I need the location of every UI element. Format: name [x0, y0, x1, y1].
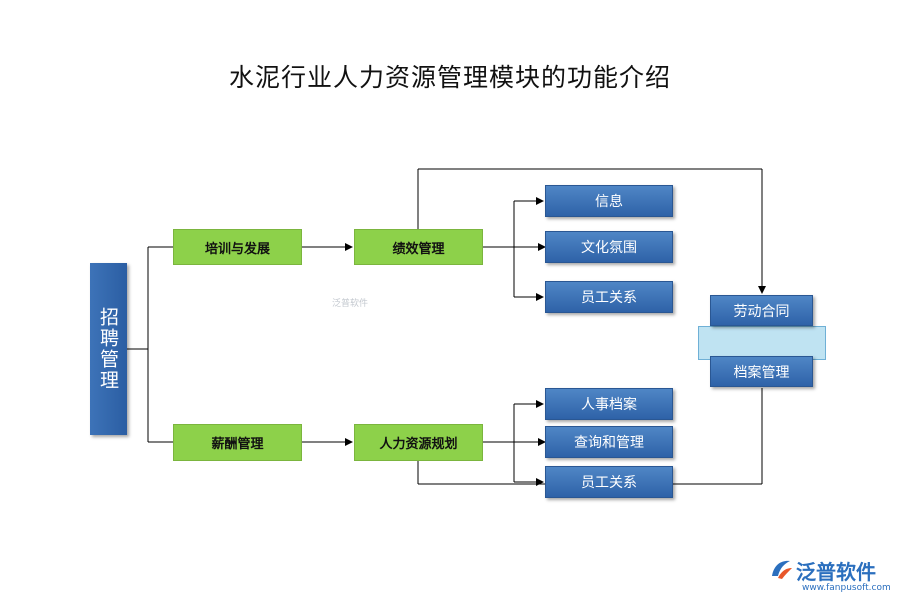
- personnel-archive-node: 人事档案: [545, 388, 673, 420]
- logo-url: www.fanpusoft.com: [802, 583, 891, 593]
- employee-relations-bottom-node: 员工关系: [545, 466, 673, 498]
- archive-management-node: 档案管理: [710, 356, 813, 387]
- culture-node: 文化氛围: [545, 231, 673, 263]
- fanpu-logo-icon: [772, 560, 792, 579]
- center-watermark: 泛普软件: [332, 299, 369, 309]
- training-development-node: 培训与发展: [173, 229, 302, 265]
- query-management-node: 查询和管理: [545, 426, 673, 458]
- employee-relations-top-node: 员工关系: [545, 281, 673, 313]
- brand-logo: 泛普软件 www.fanpusoft.com: [768, 556, 898, 596]
- logo-text: 泛普软件: [796, 560, 876, 584]
- page-title: 水泥行业人力资源管理模块的功能介绍: [228, 63, 671, 92]
- contract-archive-group: [698, 326, 826, 360]
- hr-planning-node: 人力资源规划: [354, 424, 483, 461]
- salary-management-node: 薪酬管理: [173, 424, 302, 461]
- recruit-management-node: 招聘管理: [90, 263, 127, 435]
- labor-contract-node: 劳动合同: [710, 295, 813, 326]
- performance-management-node: 绩效管理: [354, 229, 483, 265]
- info-node: 信息: [545, 185, 673, 217]
